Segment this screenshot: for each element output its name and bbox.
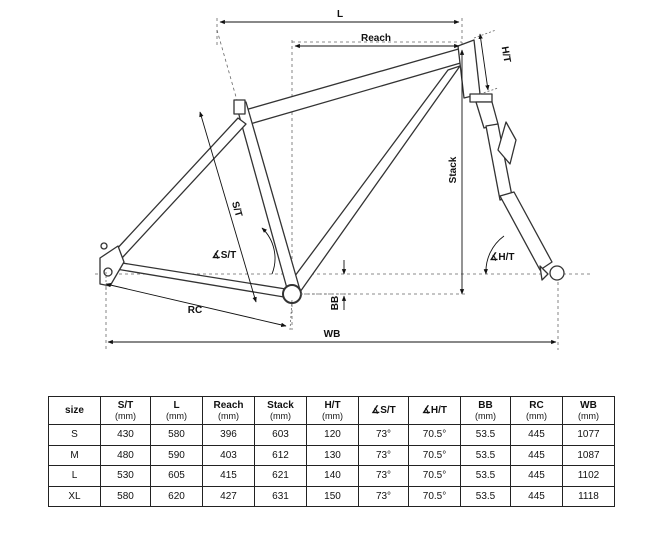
cell-rc: 445: [510, 444, 563, 466]
st-angle-arc: [261, 227, 276, 275]
table-row: XL 580 620 427 631 150 73° 70.5° 53.5 44…: [48, 485, 615, 507]
cell-reach: 427: [202, 485, 255, 507]
cell-wb: 1087: [562, 444, 615, 466]
cell-reach: 396: [202, 424, 255, 446]
header-st-angle: ∡S/T: [358, 396, 409, 425]
cell-stack: 603: [254, 424, 307, 446]
cell-wb: 1102: [562, 465, 615, 487]
table-row: S 430 580 396 603 120 73° 70.5° 53.5 445…: [48, 424, 615, 446]
cell-wb: 1077: [562, 424, 615, 446]
header-st: S/T(mm): [100, 396, 151, 425]
cell-rc: 445: [510, 485, 563, 507]
construction-lines: [95, 18, 592, 350]
header-ht-angle: ∡H/T: [408, 396, 461, 425]
cell-ht: 150: [306, 485, 359, 507]
cell-reach: 403: [202, 444, 255, 466]
cell-rc: 445: [510, 424, 563, 446]
cell-bb: 53.5: [460, 485, 511, 507]
cell-ht-angle: 70.5°: [408, 485, 461, 507]
wb-label: WB: [324, 329, 341, 340]
stack-label: Stack: [448, 156, 459, 183]
cell-bb: 53.5: [460, 465, 511, 487]
cell-ht: 140: [306, 465, 359, 487]
cell-wb: 1118: [562, 485, 615, 507]
st-label: S/T: [229, 200, 244, 218]
ht-angle-label: ∡H/T: [489, 252, 514, 263]
header-wb: WB(mm): [562, 396, 615, 425]
rc-label: RC: [188, 305, 202, 316]
cell-size: M: [48, 444, 101, 466]
cell-size: S: [48, 424, 101, 446]
header-l: L(mm): [150, 396, 203, 425]
table-header-row: size S/T(mm) L(mm) Reach(mm) Stack(mm) H…: [48, 396, 615, 425]
header-size: size: [48, 396, 101, 425]
cell-l: 605: [150, 465, 203, 487]
cell-st-angle: 73°: [358, 485, 409, 507]
ht-dimension-line: [478, 33, 490, 91]
cell-stack: 631: [254, 485, 307, 507]
header-bb: BB(mm): [460, 396, 511, 425]
header-reach: Reach(mm): [202, 396, 255, 425]
cell-stack: 612: [254, 444, 307, 466]
cell-ht: 120: [306, 424, 359, 446]
cell-size: L: [48, 465, 101, 487]
frame-geometry-diagram: L Reach H/T Stack S/T ∡S/T ∡H/T RC BB WB: [95, 9, 592, 350]
cell-ht: 130: [306, 444, 359, 466]
bb-label: BB: [330, 296, 341, 310]
header-rc: RC(mm): [510, 396, 563, 425]
ht-label: H/T: [499, 46, 513, 64]
st-dimension-line: [199, 111, 257, 303]
cell-l: 620: [150, 485, 203, 507]
reach-label: Reach: [361, 33, 391, 44]
cell-st: 480: [100, 444, 151, 466]
cell-st-angle: 73°: [358, 465, 409, 487]
cell-st-angle: 73°: [358, 444, 409, 466]
header-ht: H/T(mm): [306, 396, 359, 425]
cell-ht-angle: 70.5°: [408, 444, 461, 466]
cell-st: 430: [100, 424, 151, 446]
cell-reach: 415: [202, 465, 255, 487]
cell-st: 530: [100, 465, 151, 487]
cell-ht-angle: 70.5°: [408, 424, 461, 446]
cell-bb: 53.5: [460, 444, 511, 466]
header-stack: Stack(mm): [254, 396, 307, 425]
cell-stack: 621: [254, 465, 307, 487]
geometry-table: size S/T(mm) L(mm) Reach(mm) Stack(mm) H…: [48, 396, 615, 507]
cell-size: XL: [48, 485, 101, 507]
cell-rc: 445: [510, 465, 563, 487]
cell-l: 580: [150, 424, 203, 446]
cell-l: 590: [150, 444, 203, 466]
cell-ht-angle: 70.5°: [408, 465, 461, 487]
table-row: M 480 590 403 612 130 73° 70.5° 53.5 445…: [48, 444, 615, 466]
cell-st-angle: 73°: [358, 424, 409, 446]
cell-bb: 53.5: [460, 424, 511, 446]
l-label: L: [337, 9, 343, 20]
table-row: L 530 605 415 621 140 73° 70.5° 53.5 445…: [48, 465, 615, 487]
cell-st: 580: [100, 485, 151, 507]
st-angle-label: ∡S/T: [212, 250, 237, 261]
ht-angle-arc: [483, 235, 505, 275]
rc-dimension-line: [105, 283, 287, 327]
bike-frame: [99, 39, 565, 304]
